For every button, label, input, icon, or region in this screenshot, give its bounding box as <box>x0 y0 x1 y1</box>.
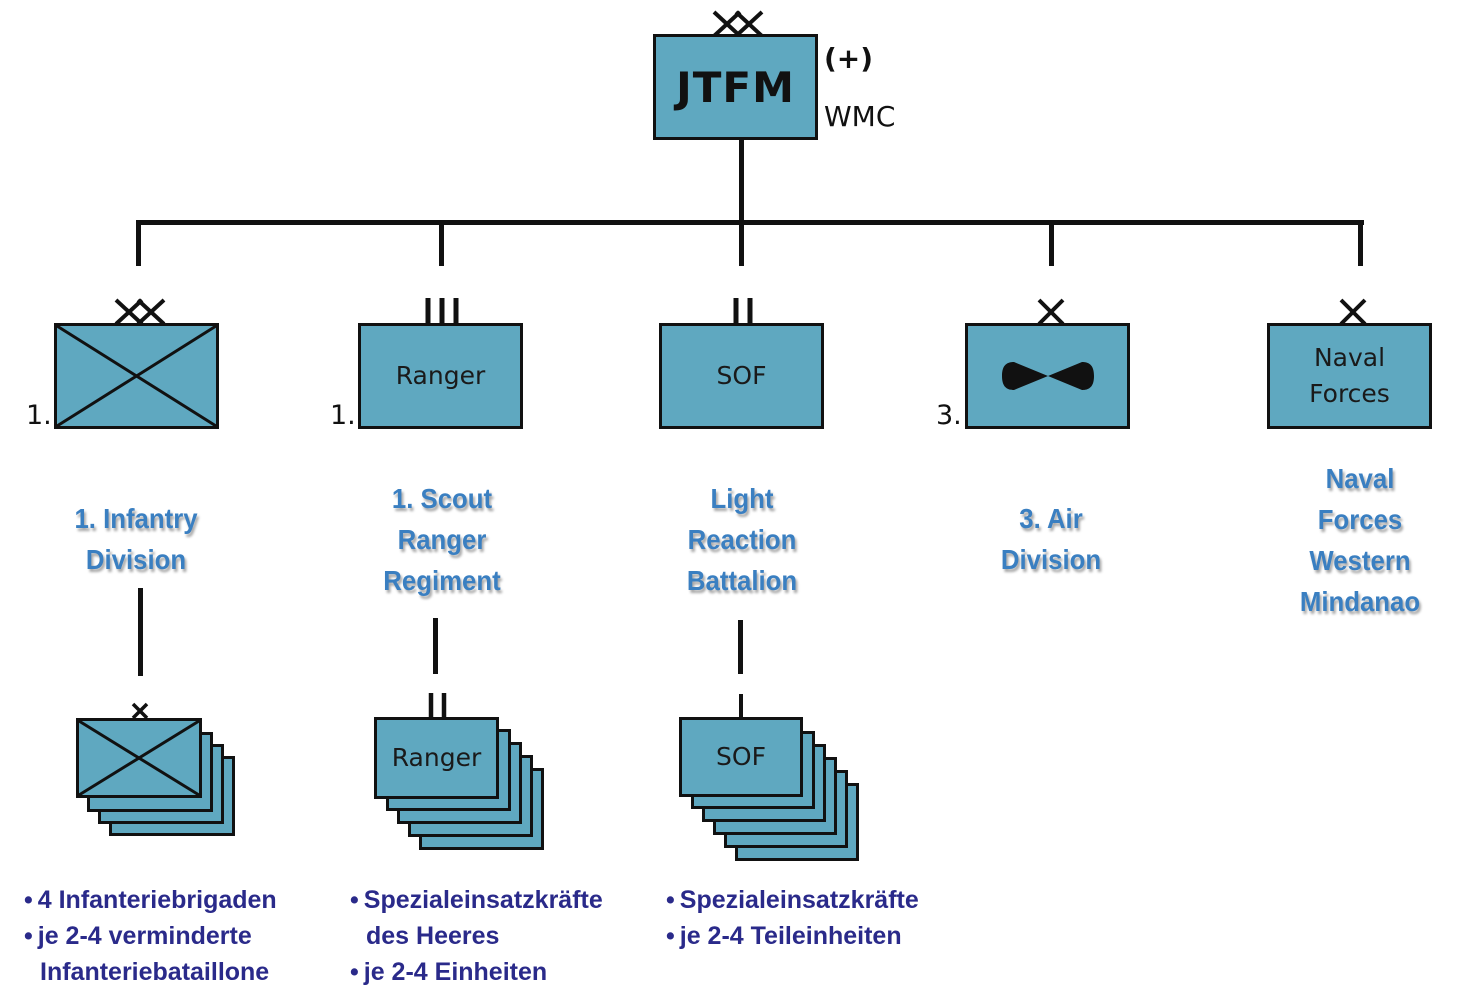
label-line: Light <box>710 483 774 514</box>
echelon-brigade-icon <box>131 702 149 720</box>
echelon-brigade-icon <box>1339 298 1367 326</box>
sub-connector-ranger <box>433 618 438 674</box>
unit-box-infantry[interactable] <box>54 323 219 429</box>
label-line: Division <box>85 544 187 575</box>
aviation-bowtie-icon <box>1001 362 1094 390</box>
bullet-text: 4 Infanteriebrigaden <box>37 886 277 914</box>
subunit-box-text: SOF <box>716 742 766 771</box>
label-line: Regiment <box>383 565 501 596</box>
bullet-text: je 2-4 Teileinheiten <box>679 922 902 950</box>
label-line: Naval <box>1325 463 1395 494</box>
hq-modifier: (+) <box>824 42 874 75</box>
bullet-continuation: Infanteriebataillone <box>40 958 270 986</box>
drop-line-air <box>1049 220 1054 266</box>
label-line: 1. Infantry <box>74 503 198 534</box>
sub-connector-sof <box>738 620 743 674</box>
sub-connector-infantry <box>138 588 143 676</box>
bullet-continuation: des Heeres <box>366 922 500 950</box>
label-line: Ranger <box>397 524 487 555</box>
label-line: Mindanao <box>1299 586 1421 617</box>
label-line: Battalion <box>686 565 798 596</box>
unit-label-naval: Naval Forces Western Mindanao <box>1268 458 1452 622</box>
unit-label-ranger: 1. Scout Ranger Regiment <box>350 478 534 601</box>
echelon-company-icon <box>739 694 743 718</box>
horizontal-bus-line <box>136 220 1364 225</box>
unit-number-infantry: 1. <box>26 400 52 431</box>
bullet-item: • je 2-4 Teileinheiten <box>666 922 902 950</box>
bullet-item: • je 2-4 verminderte <box>24 922 252 950</box>
label-line: Reaction <box>687 524 797 555</box>
unit-number-air: 3. <box>936 400 962 431</box>
echelon-division-icon <box>114 298 166 326</box>
subunit-box-infantry[interactable] <box>76 718 202 798</box>
label-line: Forces <box>1317 504 1403 535</box>
hq-subtitle: WMC <box>824 100 896 133</box>
bullet-item: • Spezialeinsatzkräfte <box>666 886 919 914</box>
drop-line-inf <box>136 220 141 266</box>
bullets-infantry: • 4 Infanteriebrigaden • je 2-4 verminde… <box>24 882 277 990</box>
echelon-battalion-icon <box>733 298 753 326</box>
subunit-box-ranger[interactable]: Ranger <box>374 717 499 799</box>
bullets-sof: • Spezialeinsatzkräfte • je 2-4 Teileinh… <box>666 882 919 954</box>
bullets-ranger: • Spezialeinsatzkräfte des Heeres • je 2… <box>350 882 603 990</box>
bullet-text: je 2-4 verminderte <box>37 922 252 950</box>
echelon-regiment-icon <box>425 298 459 326</box>
unit-box-text: Forces <box>1309 379 1390 408</box>
echelon-brigade-icon <box>1037 298 1065 326</box>
drop-line-ranger <box>439 220 444 266</box>
label-line: Western <box>1309 545 1411 576</box>
hq-box-jtfm[interactable]: JTFM <box>653 34 818 140</box>
unit-box-ranger[interactable]: Ranger <box>358 323 523 429</box>
bullet-item: • je 2-4 Einheiten <box>350 958 548 986</box>
echelon-division-icon <box>712 10 764 38</box>
bullet-text: Spezialeinsatzkräfte <box>363 886 603 914</box>
drop-line-naval <box>1358 220 1363 266</box>
unit-number-ranger: 1. <box>330 400 356 431</box>
bullet-text: je 2-4 Einheiten <box>363 958 548 986</box>
unit-box-air[interactable] <box>965 323 1130 429</box>
unit-box-text: Naval <box>1313 343 1386 372</box>
unit-box-text: Ranger <box>395 361 486 390</box>
subunit-box-sof[interactable]: SOF <box>679 717 803 797</box>
subunit-box-text: Ranger <box>391 743 482 772</box>
bullet-item: • Spezialeinsatzkräfte <box>350 886 603 914</box>
unit-label-air: 3. Air Division <box>959 498 1143 580</box>
unit-box-sof[interactable]: SOF <box>659 323 824 429</box>
infantry-cross-icon <box>56 324 217 428</box>
unit-label-sof: Light Reaction Battalion <box>650 478 834 601</box>
label-line: 3. Air <box>1019 503 1083 534</box>
hq-name: JTFM <box>676 62 795 112</box>
bullet-text: Spezialeinsatzkräfte <box>679 886 919 914</box>
echelon-battalion-icon <box>428 693 447 718</box>
unit-label-infantry: 1. Infantry Division <box>44 498 228 580</box>
bullet-item: • 4 Infanteriebrigaden <box>24 886 277 914</box>
infantry-cross-icon <box>78 719 200 797</box>
hq-connector-line <box>739 138 744 266</box>
unit-box-naval[interactable]: Naval Forces <box>1267 323 1432 429</box>
label-line: 1. Scout <box>391 483 493 514</box>
unit-box-text: SOF <box>716 361 767 390</box>
label-line: Division <box>1000 544 1102 575</box>
